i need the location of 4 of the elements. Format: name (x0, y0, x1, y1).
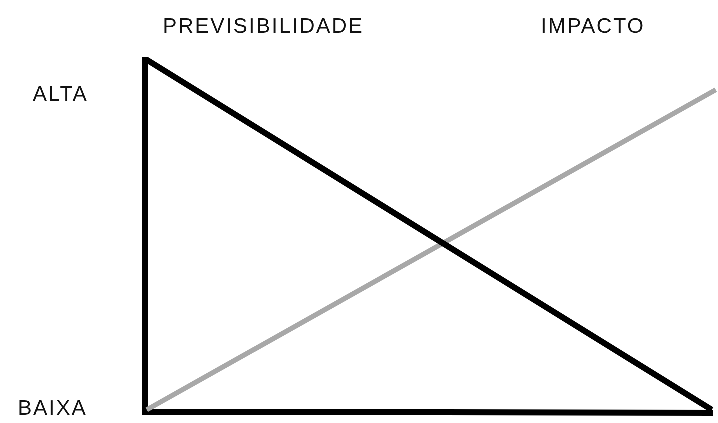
axis-label: BAIXA (18, 398, 88, 419)
axis-label: ALTA (33, 84, 88, 105)
line-label: PREVISIBILIDADE (163, 16, 364, 37)
line-label: IMPACTO (541, 16, 646, 37)
